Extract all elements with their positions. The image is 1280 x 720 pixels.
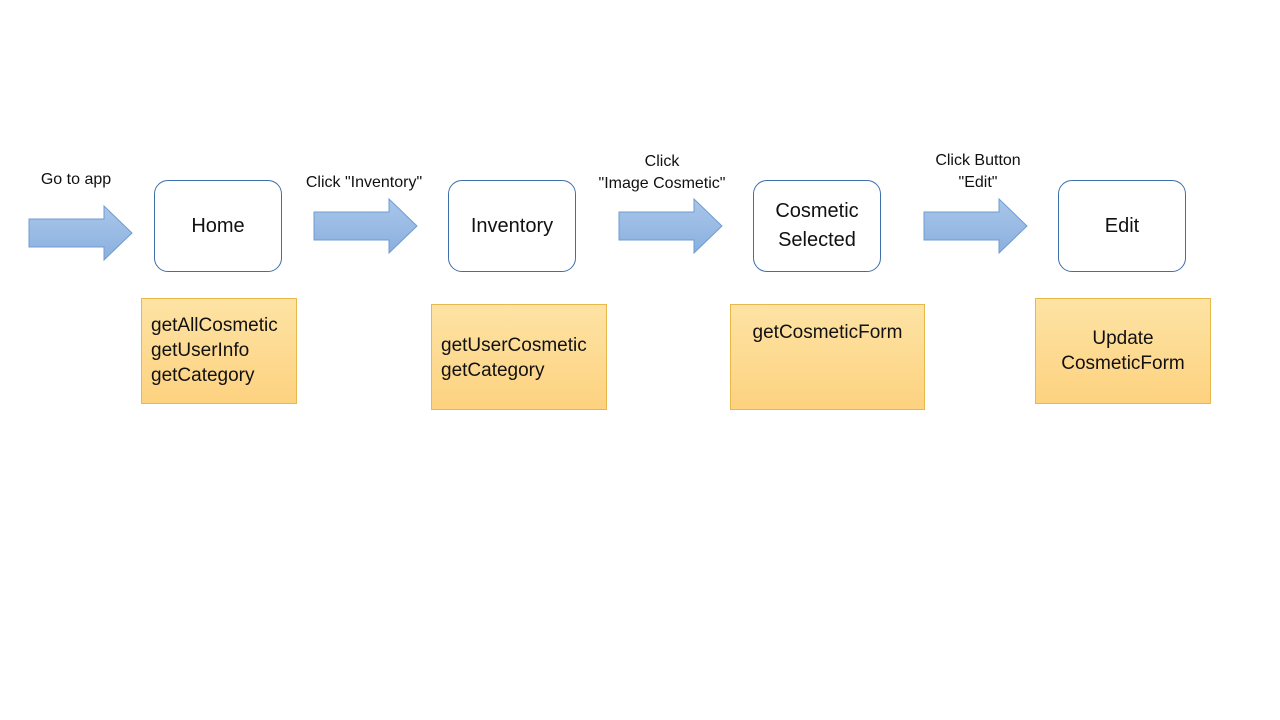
node-edit-label: Edit [1104,214,1140,237]
node-inventory: Inventory [448,180,576,272]
node-home-label: Home [191,214,245,237]
node-cosmetic-selected: Cosmetic Selected [753,180,881,272]
step-1-trigger-label: Go to app [26,169,126,191]
api-box-inventory: getUserCosmetic getCategory [431,304,607,410]
api-call: getCosmeticForm [752,322,903,343]
api-call: getCategory [441,360,545,381]
step-1-arrow-icon [28,205,133,261]
step-4-arrow-icon [923,198,1028,254]
api-call: CosmeticForm [1061,353,1185,374]
api-call: getUserCosmetic [441,335,587,356]
api-call: Update [1092,328,1154,349]
node-cosmetic-selected-line-1: Cosmetic [775,200,859,222]
api-call: getUserInfo [151,340,250,361]
step-4-trigger-line-1: Click Button [935,152,1021,169]
api-box-edit: Update CosmeticForm [1035,298,1211,404]
step-1-trigger-line-1: Go to app [40,171,112,188]
api-box-cosmetic-selected: getCosmeticForm [730,304,925,410]
node-cosmetic-selected-line-2: Selected [778,229,856,251]
step-3-trigger-line-2: "Image Cosmetic" [598,175,726,192]
api-box-home: getAllCosmetic getUserInfo getCategory [141,298,297,404]
node-edit: Edit [1058,180,1186,272]
step-4-trigger-line-2: "Edit" [958,174,998,191]
step-3-arrow-icon [618,198,723,254]
step-3-trigger-line-1: Click [644,153,680,170]
step-4-trigger-label: Click Button "Edit" [908,150,1048,194]
api-call: getCategory [151,365,255,386]
node-inventory-label: Inventory [470,214,554,237]
node-home: Home [154,180,282,272]
step-2-arrow-icon [313,198,418,254]
api-call: getAllCosmetic [151,315,278,336]
step-2-trigger-line-1: Click "Inventory" [305,174,423,191]
step-3-trigger-label: Click "Image Cosmetic" [592,151,732,195]
step-2-trigger-label: Click "Inventory" [294,172,434,194]
